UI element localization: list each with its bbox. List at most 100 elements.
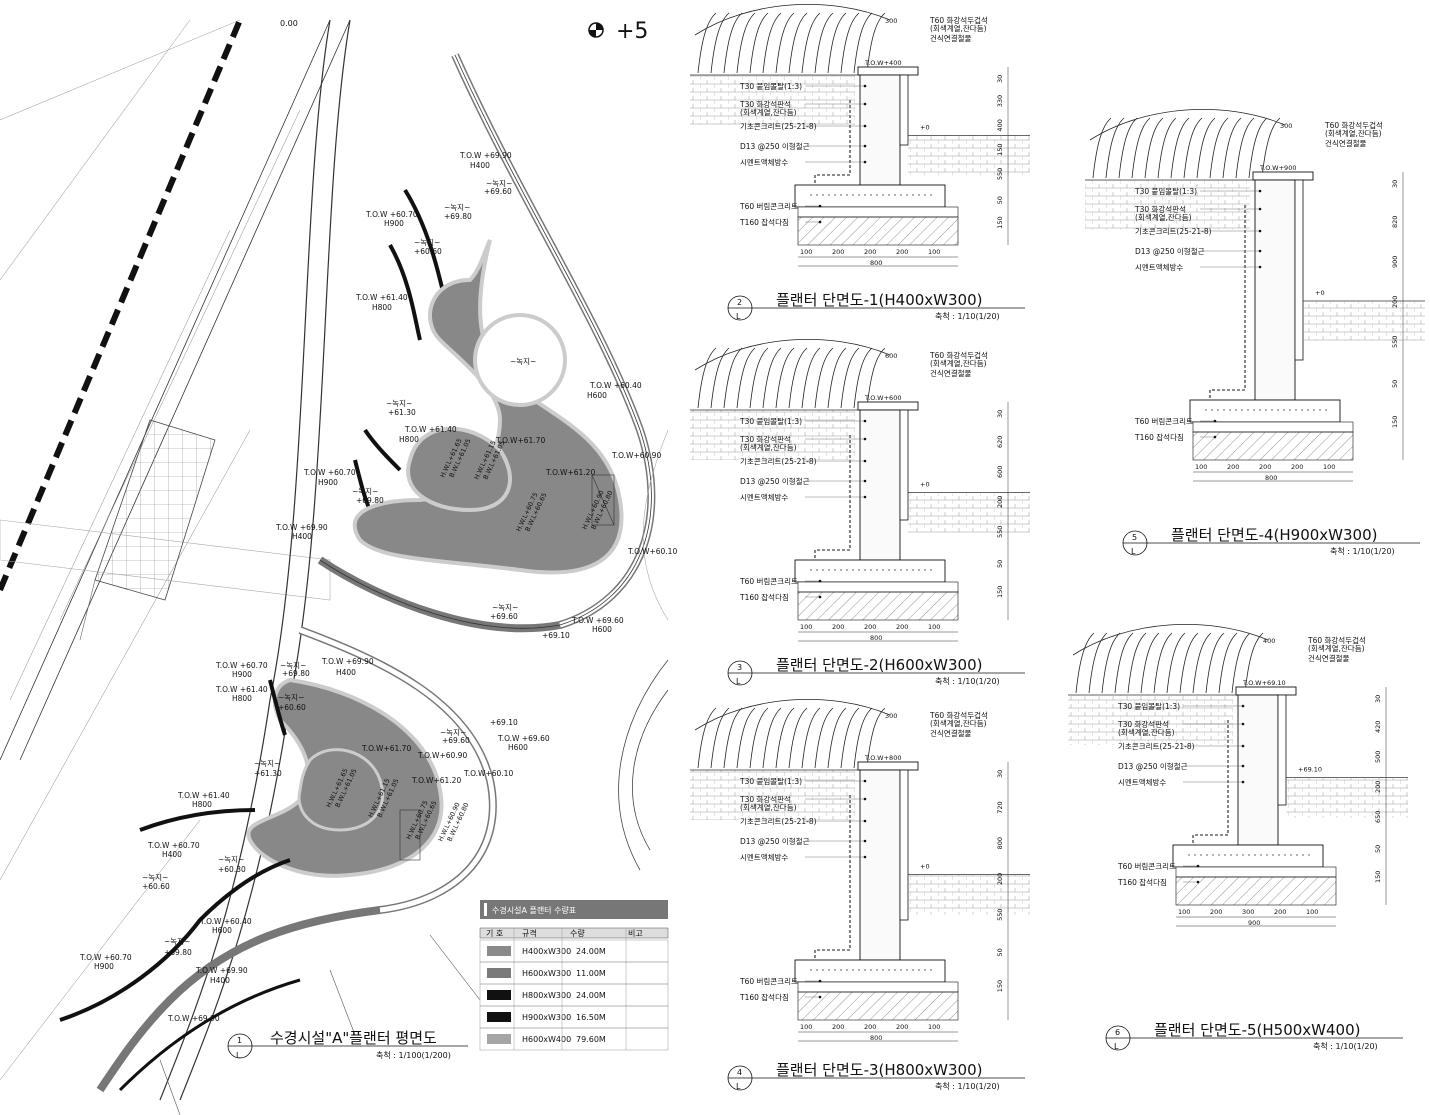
horizontal-dim: 100 (1323, 463, 1335, 471)
table-row (479, 1027, 669, 1051)
plan-label-lower: T.O.W +61.40 (177, 791, 230, 800)
section-callout: T160 잡석다짐 (1117, 877, 1167, 887)
vertical-dim: 400 (996, 119, 1004, 131)
plan-label-upper: H600 (587, 391, 607, 400)
plan-label-lower: ~녹지~ (280, 661, 306, 670)
table-header-cell: 수량 (570, 928, 585, 938)
vertical-dim: 550 (996, 526, 1004, 538)
section-callout: T30 붙임몰탈(1:3) (739, 82, 802, 91)
plan-label-upper: ~녹지~ (386, 399, 412, 408)
vertical-dim: 550 (996, 908, 1004, 920)
section-callout: 건식연결철물 (1325, 138, 1366, 148)
section-number: 4 (737, 1068, 742, 1077)
cap-width-dim: 300 (885, 17, 897, 25)
section-callout: D13 @250 이형철근 (740, 141, 810, 151)
plan-label-upper: ~녹지~ (352, 487, 378, 496)
gravel-base (797, 591, 959, 621)
gravel-base (797, 216, 959, 246)
table-header-cell: 기 호 (486, 929, 503, 938)
planter-wall (859, 74, 901, 186)
vertical-dim: 620 (996, 436, 1004, 448)
section-callout: 기초콘크리트(25-21-8) (740, 457, 817, 466)
vertical-dim: 550 (996, 168, 1004, 180)
section-scale: 축척 : 1/10(1/20) (935, 1082, 1000, 1091)
section-callout: 시멘트액체방수 (1118, 777, 1166, 787)
table-header-cell: 비고 (628, 929, 643, 938)
horizontal-dim: 100 (1195, 463, 1207, 471)
plan-label-upper: +69.80 (356, 496, 384, 505)
section-callout: (회색계열,잔다듬) (1325, 128, 1382, 138)
horizontal-dim: 200 (896, 623, 908, 631)
vertical-dim: 900 (1391, 256, 1399, 268)
section-callout: (회색계열,잔다듬) (740, 802, 797, 812)
vertical-dim: 150 (996, 143, 1004, 155)
vertical-dim: 50 (996, 196, 1004, 204)
section-callout: (회색계열,잔다듬) (930, 23, 987, 33)
plan-label-lower: +69.80 (164, 948, 192, 957)
section-title: 플랜터 단면도-2(H600xW300) (776, 656, 982, 674)
plan-label-upper: +69.80 (444, 212, 472, 221)
cap-width-dim: 600 (885, 352, 897, 360)
plan-label-upper: ~녹지~ (414, 238, 440, 247)
plan-label-lower: ~녹지~ (164, 937, 190, 946)
footing (794, 959, 946, 983)
vertical-dim: 500 (1374, 751, 1382, 763)
table-symbol-swatch (487, 968, 511, 978)
gravel-base (797, 991, 959, 1021)
plan-label-upper: H900 (318, 478, 338, 487)
section-callout: T160 잡석다짐 (1134, 432, 1184, 442)
table-qty-cell: 79.60M (576, 1035, 606, 1044)
top-of-wall-label: T.O.W+800 (864, 754, 901, 762)
section-callout: (회색계열,잔다듬) (740, 442, 797, 452)
section-callout: 시멘트액체방수 (1135, 262, 1183, 272)
vertical-dim: 150 (1374, 871, 1382, 883)
section-callout: 건식연결철물 (930, 33, 971, 43)
plan-label-lower: T.O.W +69.90 (167, 1014, 220, 1023)
total-width-dim: 800 (870, 1034, 882, 1042)
section-callout: T30 화강석판석 (1134, 204, 1186, 214)
horizontal-dim: 200 (864, 248, 876, 256)
plan-label-lower: +60.30 (218, 865, 246, 874)
section-scale: 축척 : 1/10(1/20) (935, 677, 1000, 686)
plan-label-upper: H400 (470, 161, 490, 170)
plan-label-upper: ~녹지~ (444, 203, 470, 212)
horizontal-dim: 200 (1291, 463, 1303, 471)
plan-label-lower: T.O.W +69.60 (497, 734, 550, 743)
section-callout: T60 화강석두겁석 (1324, 120, 1383, 130)
plan-title: 수경시설"A"플랜터 평면도 (270, 1029, 437, 1047)
table-symbol-swatch (487, 1034, 511, 1044)
plan-label-lower: ~녹지~ (254, 759, 280, 768)
plan-label-upper: T.O.W+60.10 (627, 547, 677, 556)
section-number: 2 (737, 298, 742, 307)
horizontal-dim: 200 (832, 1023, 844, 1031)
plan-label-lower: H900 (94, 962, 114, 971)
plan-label-upper: T.O.W +60.70 (365, 210, 418, 219)
cap-stone (857, 761, 919, 771)
plan-label-lower: H400 (162, 850, 182, 859)
vertical-dim: 30 (996, 410, 1004, 418)
lean-concrete (1192, 421, 1354, 433)
plan-label-lower: ~녹지~ (278, 693, 304, 702)
planter-wall (1254, 179, 1296, 401)
pond-center-label: ~녹지~ (510, 357, 536, 366)
section-callout: T60 버림콘크리트 (1117, 861, 1176, 871)
plan-label-lower: H800 (192, 800, 212, 809)
section-callout: 기초콘크리트(25-21-8) (740, 122, 817, 131)
section-callout: T30 붙임몰탈(1:3) (1117, 702, 1180, 711)
plan-label-lower: +60.60 (278, 703, 306, 712)
plant-canopy (1072, 624, 1269, 694)
plan-label-lower: ~녹지~ (440, 728, 466, 737)
cap-stone (1252, 171, 1314, 181)
cap-width-dim: 400 (1263, 637, 1275, 645)
section-callout: (회색계열,잔다듬) (1135, 212, 1192, 222)
vertical-dim: 50 (996, 948, 1004, 956)
plan-label-lower: ~녹지~ (218, 855, 244, 864)
plan-label-lower: +60.60 (142, 882, 170, 891)
ground-level-label: +0 (920, 863, 930, 871)
vertical-dim: 150 (1391, 416, 1399, 428)
plan-label-upper: H600 (592, 625, 612, 634)
plan-label-upper: T.O.W +60.70 (303, 468, 356, 477)
